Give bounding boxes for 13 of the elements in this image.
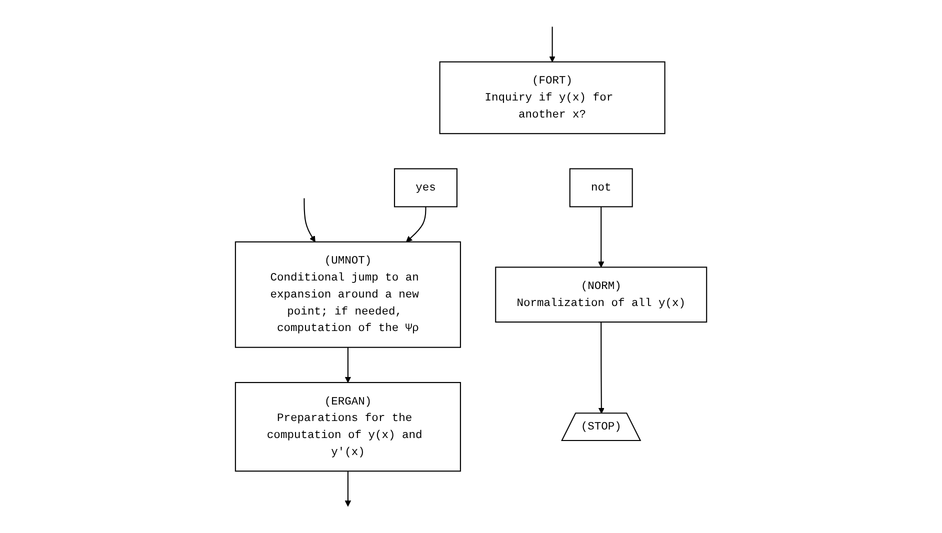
arrow (598, 322, 604, 414)
arrow (598, 206, 604, 268)
arrow (344, 347, 352, 383)
arrow (344, 471, 352, 507)
arrow (406, 206, 426, 242)
node-box (234, 382, 461, 472)
node-box (439, 61, 666, 134)
node-box (569, 168, 633, 208)
node-box (495, 266, 708, 323)
node-box (394, 168, 458, 208)
node-box (234, 241, 461, 348)
arrow (304, 198, 316, 242)
arrow (549, 26, 556, 62)
